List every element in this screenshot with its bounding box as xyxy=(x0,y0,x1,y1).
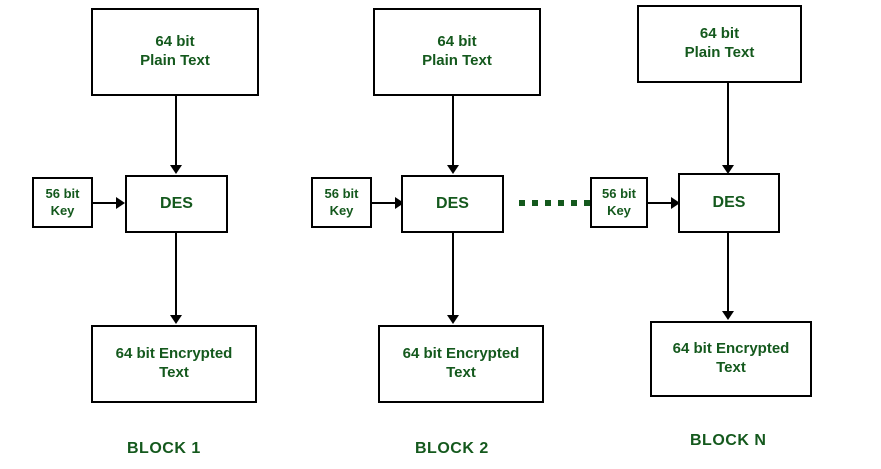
dot xyxy=(584,200,590,206)
encrypted-text-box-block-n: 64 bit Encrypted Text xyxy=(650,321,812,397)
block-label-1: BLOCK 1 xyxy=(127,440,201,457)
des-to-encrypted-line-block-n xyxy=(727,233,729,313)
plain-text-box-block-2: 64 bit Plain Text xyxy=(373,8,541,96)
key-box-block-2: 56 bit Key xyxy=(311,177,372,228)
key-line-1: 56 bit xyxy=(45,186,80,202)
encrypted-text-line-1: 64 bit Encrypted xyxy=(672,340,790,358)
key-to-des-line-block-2 xyxy=(372,202,396,204)
key-box-block-n: 56 bit Key xyxy=(590,177,648,228)
key-to-des-arrowhead-block-n xyxy=(671,197,680,209)
dot xyxy=(545,200,551,206)
plain-text-line-2: Plain Text xyxy=(684,44,755,61)
encrypted-text-line-2: Text xyxy=(159,364,189,381)
encrypted-text-line-1: 64 bit Encrypted xyxy=(115,345,233,363)
dot xyxy=(571,200,577,206)
key-line-2: Key xyxy=(50,202,75,218)
plain-to-des-arrowhead-block-n xyxy=(722,165,734,174)
dot xyxy=(532,200,538,206)
plain-to-des-arrowhead-block-2 xyxy=(447,165,459,174)
des-to-encrypted-arrowhead-block-n xyxy=(722,311,734,320)
des-to-encrypted-arrowhead-block-2 xyxy=(447,315,459,324)
des-label: DES xyxy=(160,195,193,212)
plain-text-line-2: Plain Text xyxy=(140,52,210,69)
dot xyxy=(519,200,525,206)
plain-to-des-line-block-1 xyxy=(175,96,177,166)
des-to-encrypted-line-block-2 xyxy=(452,233,454,317)
key-line-2: Key xyxy=(329,202,354,218)
des-box-block-n: DES xyxy=(678,173,780,233)
des-box-block-2: DES xyxy=(401,175,504,233)
key-line-1: 56 bit xyxy=(602,186,636,202)
des-to-encrypted-line-block-1 xyxy=(175,233,177,317)
key-to-des-line-block-1 xyxy=(93,202,117,204)
block-label-n: BLOCK N xyxy=(690,432,767,449)
key-line-1: 56 bit xyxy=(324,186,359,202)
block-label-2: BLOCK 2 xyxy=(415,440,489,457)
encrypted-text-line-2: Text xyxy=(716,359,746,376)
des-to-encrypted-arrowhead-block-1 xyxy=(170,315,182,324)
plain-to-des-arrowhead-block-1 xyxy=(170,165,182,174)
plain-to-des-line-block-2 xyxy=(452,96,454,166)
key-line-2: Key xyxy=(607,202,631,218)
key-to-des-arrowhead-block-2 xyxy=(395,197,404,209)
encrypted-text-box-block-2: 64 bit Encrypted Text xyxy=(378,325,544,403)
encrypted-text-line-1: 64 bit Encrypted xyxy=(402,345,520,363)
dots-separator-icon xyxy=(519,200,590,206)
plain-text-line-1: 64 bit xyxy=(437,33,477,51)
des-label: DES xyxy=(436,195,469,212)
plain-text-line-2: Plain Text xyxy=(422,52,492,69)
plain-to-des-line-block-n xyxy=(727,83,729,166)
plain-text-line-1: 64 bit xyxy=(699,25,740,43)
key-box-block-1: 56 bit Key xyxy=(32,177,93,228)
encrypted-text-line-2: Text xyxy=(446,364,476,381)
plain-text-box-block-1: 64 bit Plain Text xyxy=(91,8,259,96)
key-to-des-line-block-n xyxy=(648,202,672,204)
key-to-des-arrowhead-block-1 xyxy=(116,197,125,209)
dot xyxy=(558,200,564,206)
plain-text-line-1: 64 bit xyxy=(155,33,195,51)
des-box-block-1: DES xyxy=(125,175,228,233)
encrypted-text-box-block-1: 64 bit Encrypted Text xyxy=(91,325,257,403)
plain-text-box-block-n: 64 bit Plain Text xyxy=(637,5,802,83)
des-label: DES xyxy=(712,194,746,211)
